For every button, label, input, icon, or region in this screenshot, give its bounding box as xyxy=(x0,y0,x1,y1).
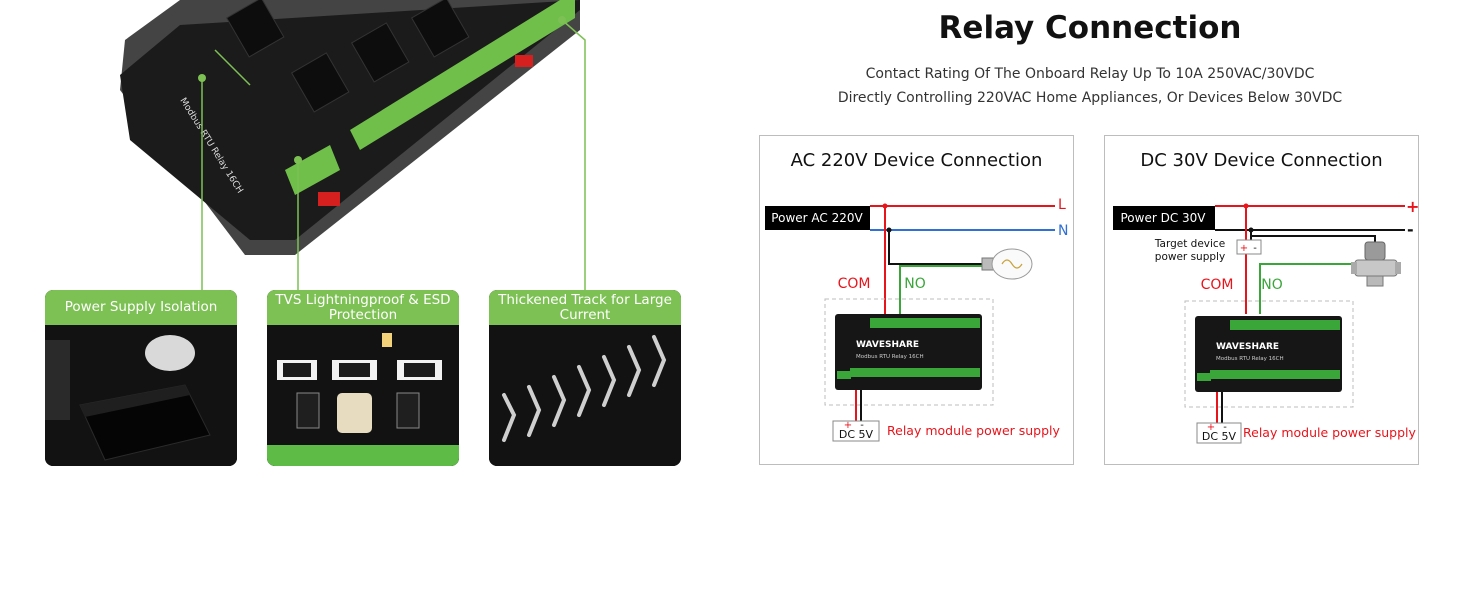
dc-plus: + xyxy=(844,420,852,431)
section-title: Relay Connection xyxy=(938,10,1242,46)
terminal-strip-top xyxy=(350,0,575,150)
dc-connection-panel: DC 30V Device Connection Power DC 30V + … xyxy=(1104,135,1419,465)
feature-label: Power Supply Isolation xyxy=(45,290,237,325)
line-label: L xyxy=(1058,197,1066,213)
dc-plus: + xyxy=(1207,422,1215,433)
relay-module: WAVESHARE Modbus RTU Relay 16CH xyxy=(835,314,982,390)
no-label: NO xyxy=(1261,277,1283,293)
power-label: Power DC 30V xyxy=(1120,211,1206,225)
module-brand: WAVESHARE xyxy=(856,340,919,350)
ac-connection-panel: AC 220V Device Connection Power AC 220V … xyxy=(759,135,1074,465)
no-wire xyxy=(1259,263,1355,314)
power-label-box xyxy=(1113,206,1215,230)
target-supply-box xyxy=(1236,239,1262,255)
panel-title: AC 220V Device Connection xyxy=(790,150,1043,171)
feature-label: TVS Lightningproof & ESD Protection xyxy=(267,290,459,325)
svg-text:+: + xyxy=(1240,243,1248,254)
module-brand: WAVESHARE xyxy=(1216,342,1279,352)
module-name: Modbus RTU Relay 16CH xyxy=(1216,356,1284,362)
dc-supply-box xyxy=(1196,422,1242,444)
feature-card-track: Thickened Track for Large Current xyxy=(489,290,681,466)
target-label-line2: power supply xyxy=(1155,251,1225,263)
dc-minus: - xyxy=(1223,422,1227,433)
lamp-neutral-wire xyxy=(888,230,990,265)
target-label-line1: Target device xyxy=(1154,238,1225,250)
supply-label: Relay module power supply xyxy=(1243,425,1417,440)
no-wire xyxy=(899,265,990,314)
callout-lines xyxy=(201,19,586,290)
feature-card-tvs: TVS Lightningproof & ESD Protection xyxy=(267,290,459,466)
no-label: NO xyxy=(904,276,926,292)
relay-blocks xyxy=(225,0,470,113)
thick-track-photo xyxy=(489,325,681,466)
plus-label: + xyxy=(1406,197,1418,216)
din-clip xyxy=(318,192,340,206)
power-label-box xyxy=(765,206,870,230)
section-subtitle: Directly Controlling 220VAC Home Applian… xyxy=(837,90,1343,106)
feature-card-isolation: Power Supply Isolation xyxy=(45,290,237,466)
power-label: Power AC 220V xyxy=(771,211,863,225)
din-clip xyxy=(515,55,533,67)
isolation-module-photo xyxy=(45,325,237,466)
module-name: Modbus RTU Relay 16CH xyxy=(856,354,924,360)
solenoid-valve-icon xyxy=(1351,241,1401,287)
module-outline xyxy=(1184,300,1354,408)
dc-supply-box xyxy=(832,420,880,442)
tvs-protection-photo xyxy=(267,325,459,466)
supply-label: Relay module power supply xyxy=(887,423,1061,438)
relay-board-photo: Modbus RTU Relay 16CH xyxy=(120,0,586,290)
lightbulb-icon xyxy=(981,248,1033,280)
neutral-label: N xyxy=(1058,223,1068,239)
panel-title: DC 30V Device Connection xyxy=(1140,150,1383,171)
dc-label: DC 5V xyxy=(1202,430,1237,443)
com-label: COM xyxy=(838,276,871,292)
section-subtitle: Contact Rating Of The Onboard Relay Up T… xyxy=(865,66,1315,82)
dc-label: DC 5V xyxy=(839,428,874,441)
svg-text:-: - xyxy=(1253,243,1257,254)
feature-label: Thickened Track for Large Current xyxy=(489,290,681,325)
relay-module: WAVESHARE Modbus RTU Relay 16CH xyxy=(1195,316,1342,392)
minus-label: - xyxy=(1407,220,1414,239)
com-label: COM xyxy=(1201,277,1234,293)
dc-minus: - xyxy=(860,420,864,431)
module-outline xyxy=(824,298,994,406)
